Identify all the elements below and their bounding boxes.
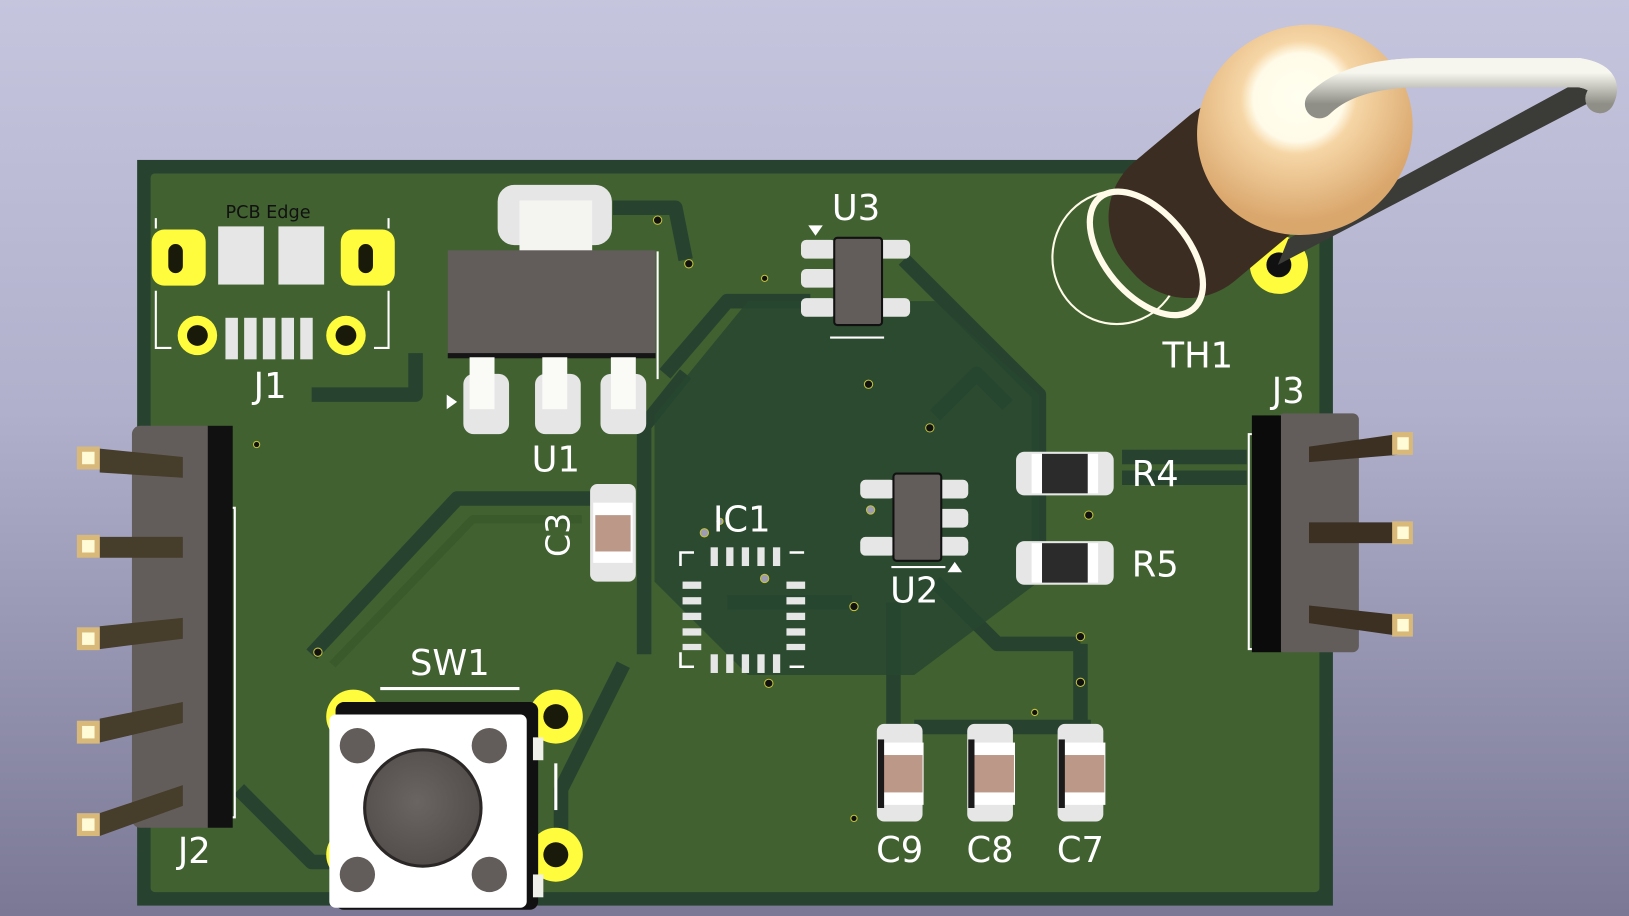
sw1-corner-post bbox=[339, 728, 376, 764]
sw1-lead bbox=[532, 737, 544, 761]
j2-pins bbox=[76, 446, 183, 837]
ref-label-j1: J1 bbox=[252, 366, 287, 407]
ref-label-r4: R4 bbox=[1132, 454, 1179, 495]
sw1-corner-post bbox=[339, 856, 376, 893]
component-j3[interactable]: J3 bbox=[1247, 371, 1413, 653]
c7-body-side bbox=[1058, 739, 1065, 808]
component-c9[interactable]: C9 bbox=[876, 723, 924, 871]
c8-body bbox=[972, 755, 1014, 793]
ic-body bbox=[447, 250, 656, 358]
ic-body bbox=[892, 472, 943, 562]
j3-pins bbox=[1309, 432, 1413, 637]
c3-body bbox=[595, 515, 631, 552]
ref-label-j3: J3 bbox=[1270, 371, 1305, 412]
j3-body-side bbox=[1251, 415, 1281, 653]
pin1-marker bbox=[446, 394, 458, 410]
usb-signal-pads bbox=[225, 317, 313, 360]
component-ic1[interactable]: IC1 bbox=[679, 500, 806, 673]
via bbox=[652, 215, 663, 225]
ref-label-c7: C7 bbox=[1057, 830, 1104, 871]
component-th1[interactable]: TH1 bbox=[1051, 0, 1617, 377]
tab bbox=[519, 200, 593, 253]
sw1-button-cap[interactable] bbox=[363, 748, 483, 868]
smd-pad bbox=[218, 226, 264, 285]
pad-hole bbox=[168, 244, 183, 274]
via bbox=[850, 814, 858, 823]
via bbox=[716, 517, 724, 525]
ref-label-r5: R5 bbox=[1132, 544, 1179, 585]
sw1-corner-post bbox=[471, 856, 507, 893]
via bbox=[764, 678, 774, 689]
c9-body bbox=[880, 755, 923, 793]
component-c7[interactable]: C7 bbox=[1057, 723, 1106, 871]
th1-band bbox=[1086, 188, 1207, 319]
sw1-pad-hole bbox=[543, 842, 569, 868]
r4-body bbox=[1042, 453, 1088, 494]
via bbox=[865, 505, 876, 515]
component-j2[interactable]: J2 bbox=[76, 425, 236, 872]
ref-label-c8: C8 bbox=[967, 830, 1014, 871]
via bbox=[849, 601, 859, 612]
c9-body-side bbox=[877, 739, 885, 808]
component-r5[interactable]: R5 bbox=[1016, 541, 1179, 585]
c8-body-side bbox=[968, 739, 975, 808]
smd-pad bbox=[278, 226, 325, 285]
component-j1[interactable]: PCB Edge J1 bbox=[151, 203, 395, 407]
ref-label-ic1: IC1 bbox=[713, 500, 771, 541]
via bbox=[1075, 677, 1086, 687]
via bbox=[684, 259, 694, 269]
ref-label-u2: U2 bbox=[890, 570, 938, 611]
mounting-hole bbox=[335, 325, 357, 346]
via bbox=[252, 440, 261, 449]
component-sw1[interactable]: SW1 bbox=[326, 643, 583, 910]
via bbox=[1084, 510, 1094, 520]
pad-hole bbox=[358, 244, 373, 274]
c7-body bbox=[1062, 755, 1105, 793]
component-c8[interactable]: C8 bbox=[967, 723, 1016, 871]
via bbox=[699, 528, 710, 538]
via bbox=[759, 573, 770, 584]
pin1-marker bbox=[808, 225, 823, 236]
u3-pads bbox=[800, 239, 911, 317]
j2-body-side bbox=[207, 425, 233, 828]
ref-label-u1: U1 bbox=[532, 440, 580, 481]
trace bbox=[306, 491, 593, 660]
ref-label-u3: U3 bbox=[832, 188, 880, 229]
trace bbox=[329, 515, 582, 668]
ref-label-c3: C3 bbox=[538, 513, 577, 557]
trace bbox=[612, 200, 693, 262]
via bbox=[313, 647, 323, 657]
pcb-edge-label: PCB Edge bbox=[225, 203, 310, 223]
pin1-marker bbox=[947, 561, 963, 573]
via bbox=[760, 274, 769, 282]
trace bbox=[311, 353, 423, 402]
ref-label-c9: C9 bbox=[876, 830, 923, 871]
component-c3[interactable]: C3 bbox=[538, 483, 636, 582]
ic-body-shadow bbox=[447, 353, 656, 359]
sw1-lead bbox=[532, 874, 544, 898]
ic-body bbox=[833, 236, 884, 327]
component-u2[interactable]: U2 bbox=[860, 472, 969, 612]
ref-label-sw1: SW1 bbox=[410, 643, 490, 684]
courtyard-silk bbox=[154, 218, 390, 349]
mounting-hole bbox=[187, 325, 208, 346]
ref-label-j2: J2 bbox=[176, 831, 211, 872]
ic1-pads bbox=[682, 547, 806, 673]
via bbox=[1075, 631, 1086, 642]
u1-leads bbox=[469, 357, 636, 410]
r5-body bbox=[1042, 543, 1088, 583]
via bbox=[1031, 708, 1039, 717]
component-u1[interactable]: U1 bbox=[446, 184, 659, 481]
via bbox=[863, 379, 874, 389]
via bbox=[925, 423, 935, 433]
ground-plane-region bbox=[654, 301, 1039, 676]
component-r4[interactable]: R4 bbox=[1016, 451, 1179, 496]
sw1-corner-post bbox=[471, 728, 507, 764]
th1-lead-wire-top bbox=[1304, 58, 1617, 119]
ic1-silk-corners bbox=[679, 551, 805, 669]
ref-label-th1: TH1 bbox=[1162, 336, 1234, 377]
sw1-pad-hole bbox=[543, 704, 569, 730]
component-u3[interactable]: U3 bbox=[800, 188, 911, 339]
